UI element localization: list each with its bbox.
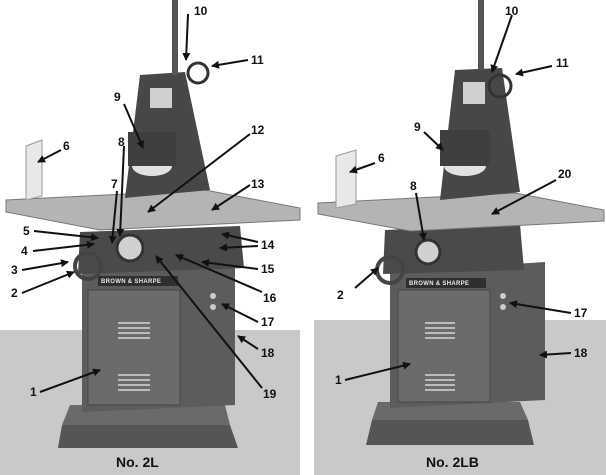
callout-left-9: 9 xyxy=(114,90,121,104)
right-base xyxy=(366,420,534,445)
callout-left-18: 18 xyxy=(261,346,275,360)
right-handwheel-top xyxy=(487,73,513,99)
right-handwheel-front xyxy=(414,238,442,266)
callout-right-1: 1 xyxy=(335,373,342,387)
callout-left-4: 4 xyxy=(21,244,28,258)
caption-left: No. 2L xyxy=(116,454,159,470)
callout-right-8: 8 xyxy=(410,179,417,193)
right-wheel-head xyxy=(440,130,490,166)
callout-right-6: 6 xyxy=(378,151,385,165)
right-callout-labels: 1 2 6 8 9 10 11 17 18 20 xyxy=(335,4,588,387)
left-wheel-head xyxy=(128,132,176,166)
right-callouts xyxy=(344,14,572,381)
callout-left-1: 1 xyxy=(30,385,37,399)
callout-right-10: 10 xyxy=(505,4,519,18)
right-saddle xyxy=(383,224,524,274)
caption-right: No. 2LB xyxy=(426,454,479,470)
callout-left-3: 3 xyxy=(11,263,18,277)
left-handwheel-side xyxy=(73,251,103,281)
callout-left-17: 17 xyxy=(261,315,275,329)
callout-left-7: 7 xyxy=(111,177,118,191)
callout-left-16: 16 xyxy=(263,291,277,305)
left-base xyxy=(58,425,238,448)
left-callouts xyxy=(21,13,263,393)
callout-left-11: 11 xyxy=(251,53,264,67)
left-splash-guard xyxy=(25,139,43,201)
callout-left-6: 6 xyxy=(63,139,70,153)
callout-left-13: 13 xyxy=(251,177,265,191)
callout-left-2: 2 xyxy=(11,286,18,300)
right-nameplate: BROWN & SHARPE xyxy=(409,281,469,287)
right-machine: BROWN & SHARPE xyxy=(314,0,606,475)
callout-left-5: 5 xyxy=(23,224,30,238)
left-handwheel-top xyxy=(186,61,210,85)
callout-left-8: 8 xyxy=(118,135,125,149)
left-table xyxy=(5,189,301,231)
left-handwheel-front xyxy=(115,233,145,263)
left-callout-labels: 1 2 3 4 5 6 7 8 9 10 11 12 13 14 15 16 1… xyxy=(11,4,277,401)
callout-left-15: 15 xyxy=(261,262,275,276)
callout-left-14: 14 xyxy=(261,238,275,252)
callout-right-20: 20 xyxy=(558,167,572,181)
callout-right-17: 17 xyxy=(574,306,588,320)
callout-right-9: 9 xyxy=(414,120,421,134)
callout-left-12: 12 xyxy=(251,123,265,137)
callout-right-18: 18 xyxy=(574,346,588,360)
callout-left-19: 19 xyxy=(263,387,277,401)
left-machine: BROWN & SHARPE xyxy=(0,0,301,475)
right-table xyxy=(317,192,605,232)
callout-left-10: 10 xyxy=(194,4,208,18)
callout-right-2: 2 xyxy=(337,288,344,302)
callout-right-11: 11 xyxy=(556,56,569,70)
right-splash-guard xyxy=(335,149,357,209)
left-nameplate: BROWN & SHARPE xyxy=(101,279,161,285)
